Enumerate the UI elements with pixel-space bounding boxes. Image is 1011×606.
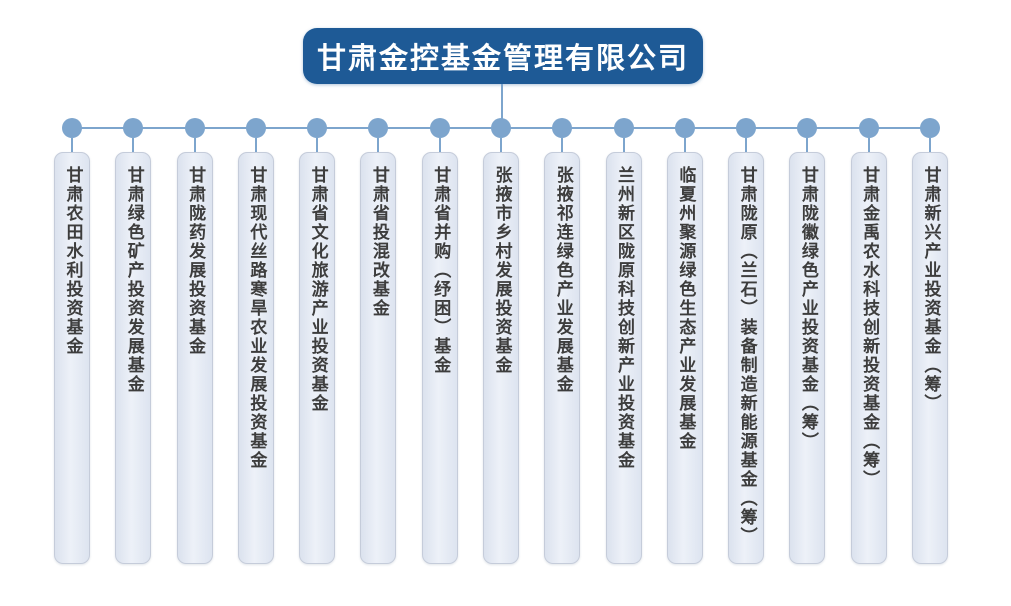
connector-dot xyxy=(919,118,940,138)
fund-label: 甘肃省文化旅游产业投资基金 xyxy=(307,166,328,413)
fund-node[interactable]: 甘肃金禹农水科技创新投资基金（筹） xyxy=(850,152,887,564)
connector-stem xyxy=(438,138,441,152)
connector-dot xyxy=(613,118,634,138)
fund-node[interactable]: 甘肃陇原（兰石）装备制造新能源基金（筹） xyxy=(728,152,765,564)
fund-column: 甘肃省并购（纾困）基金 xyxy=(421,118,458,564)
fund-label: 兰州新区陇原科技创新产业投资基金 xyxy=(614,166,635,470)
root-company-label: 甘肃金控基金管理有限公司 xyxy=(316,41,689,75)
connector-dot xyxy=(307,118,328,138)
connector-dot xyxy=(62,118,82,138)
fund-label: 甘肃新兴产业投资基金（筹） xyxy=(920,166,941,413)
fund-column: 甘肃省投混改基金 xyxy=(360,118,397,564)
fund-node[interactable]: 张掖市乡村发展投资基金 xyxy=(482,152,519,564)
fund-node[interactable]: 甘肃陇药发展投资基金 xyxy=(176,152,213,564)
fund-column: 张掖祁连绿色产业发展基金 xyxy=(544,118,581,564)
connector-stem xyxy=(377,138,380,152)
connector-stem xyxy=(745,138,748,152)
fund-node[interactable]: 临夏州聚源绿色生态产业发展基金 xyxy=(666,152,703,564)
fund-label: 甘肃省投混改基金 xyxy=(368,166,389,318)
connector-stem xyxy=(561,138,564,152)
fund-label: 甘肃金禹农水科技创新投资基金（筹） xyxy=(859,166,880,489)
fund-node[interactable]: 甘肃省文化旅游产业投资基金 xyxy=(299,152,336,564)
fund-node[interactable]: 兰州新区陇原科技创新产业投资基金 xyxy=(605,152,642,564)
fund-node[interactable]: 甘肃现代丝路寒旱农业发展投资基金 xyxy=(237,152,274,564)
fund-label: 甘肃现代丝路寒旱农业发展投资基金 xyxy=(246,166,267,470)
fund-label: 张掖市乡村发展投资基金 xyxy=(491,166,512,375)
fund-label: 甘肃绿色矿产投资发展基金 xyxy=(123,166,144,394)
fund-label: 张掖祁连绿色产业发展基金 xyxy=(552,166,573,394)
connector-dot xyxy=(184,118,205,138)
fund-node[interactable]: 甘肃农田水利投资基金 xyxy=(54,152,90,564)
fund-label: 甘肃陇原（兰石）装备制造新能源基金（筹） xyxy=(736,166,757,546)
root-connector-stem xyxy=(501,84,503,128)
fund-column: 甘肃陇药发展投资基金 xyxy=(176,118,213,564)
connector-stem xyxy=(683,138,686,152)
connector-stem xyxy=(316,138,319,152)
fund-label: 甘肃农田水利投资基金 xyxy=(62,166,83,356)
fund-column: 甘肃陇原（兰石）装备制造新能源基金（筹） xyxy=(728,118,765,564)
fund-column: 甘肃农田水利投资基金 xyxy=(54,118,90,564)
fund-column: 甘肃现代丝路寒旱农业发展投资基金 xyxy=(237,118,274,564)
fund-node[interactable]: 甘肃省并购（纾困）基金 xyxy=(421,152,458,564)
connector-dot xyxy=(490,118,511,138)
connector-dot xyxy=(552,118,573,138)
connector-dot xyxy=(123,118,144,138)
fund-node[interactable]: 张掖祁连绿色产业发展基金 xyxy=(544,152,581,564)
connector-stem xyxy=(867,138,870,152)
fund-column: 甘肃省文化旅游产业投资基金 xyxy=(299,118,336,564)
fund-label: 甘肃陇药发展投资基金 xyxy=(185,166,206,356)
connector-dot xyxy=(429,118,450,138)
connector-stem xyxy=(499,138,502,152)
fund-node[interactable]: 甘肃省投混改基金 xyxy=(360,152,397,564)
fund-column: 兰州新区陇原科技创新产业投资基金 xyxy=(605,118,642,564)
connector-dot xyxy=(368,118,389,138)
fund-label: 临夏州聚源绿色生态产业发展基金 xyxy=(675,166,696,451)
connector-stem xyxy=(71,138,73,152)
fund-column: 甘肃金禹农水科技创新投资基金（筹） xyxy=(850,118,887,564)
connector-dot xyxy=(736,118,757,138)
connector-dot xyxy=(245,118,266,138)
connector-stem xyxy=(193,138,196,152)
fund-column: 甘肃绿色矿产投资发展基金 xyxy=(115,118,152,564)
fund-column: 甘肃陇徽绿色产业投资基金（筹） xyxy=(789,118,826,564)
fund-columns: 甘肃农田水利投资基金 甘肃绿色矿产投资发展基金 甘肃陇药发展投资基金 甘肃现代丝… xyxy=(54,118,948,564)
fund-column: 张掖市乡村发展投资基金 xyxy=(482,118,519,564)
fund-label: 甘肃陇徽绿色产业投资基金（筹） xyxy=(797,166,818,451)
connector-stem xyxy=(928,138,931,152)
fund-node[interactable]: 甘肃绿色矿产投资发展基金 xyxy=(115,152,152,564)
fund-node[interactable]: 甘肃陇徽绿色产业投资基金（筹） xyxy=(789,152,826,564)
connector-stem xyxy=(132,138,135,152)
root-company-node[interactable]: 甘肃金控基金管理有限公司 xyxy=(303,28,703,84)
connector-dot xyxy=(858,118,879,138)
connector-dot xyxy=(797,118,818,138)
fund-node[interactable]: 甘肃新兴产业投资基金（筹） xyxy=(911,152,948,564)
fund-label: 甘肃省并购（纾困）基金 xyxy=(430,166,451,375)
connector-stem xyxy=(254,138,257,152)
connector-dot xyxy=(674,118,695,138)
connector-stem xyxy=(622,138,625,152)
fund-column: 甘肃新兴产业投资基金（筹） xyxy=(911,118,948,564)
fund-column: 临夏州聚源绿色生态产业发展基金 xyxy=(666,118,703,564)
connector-stem xyxy=(806,138,809,152)
